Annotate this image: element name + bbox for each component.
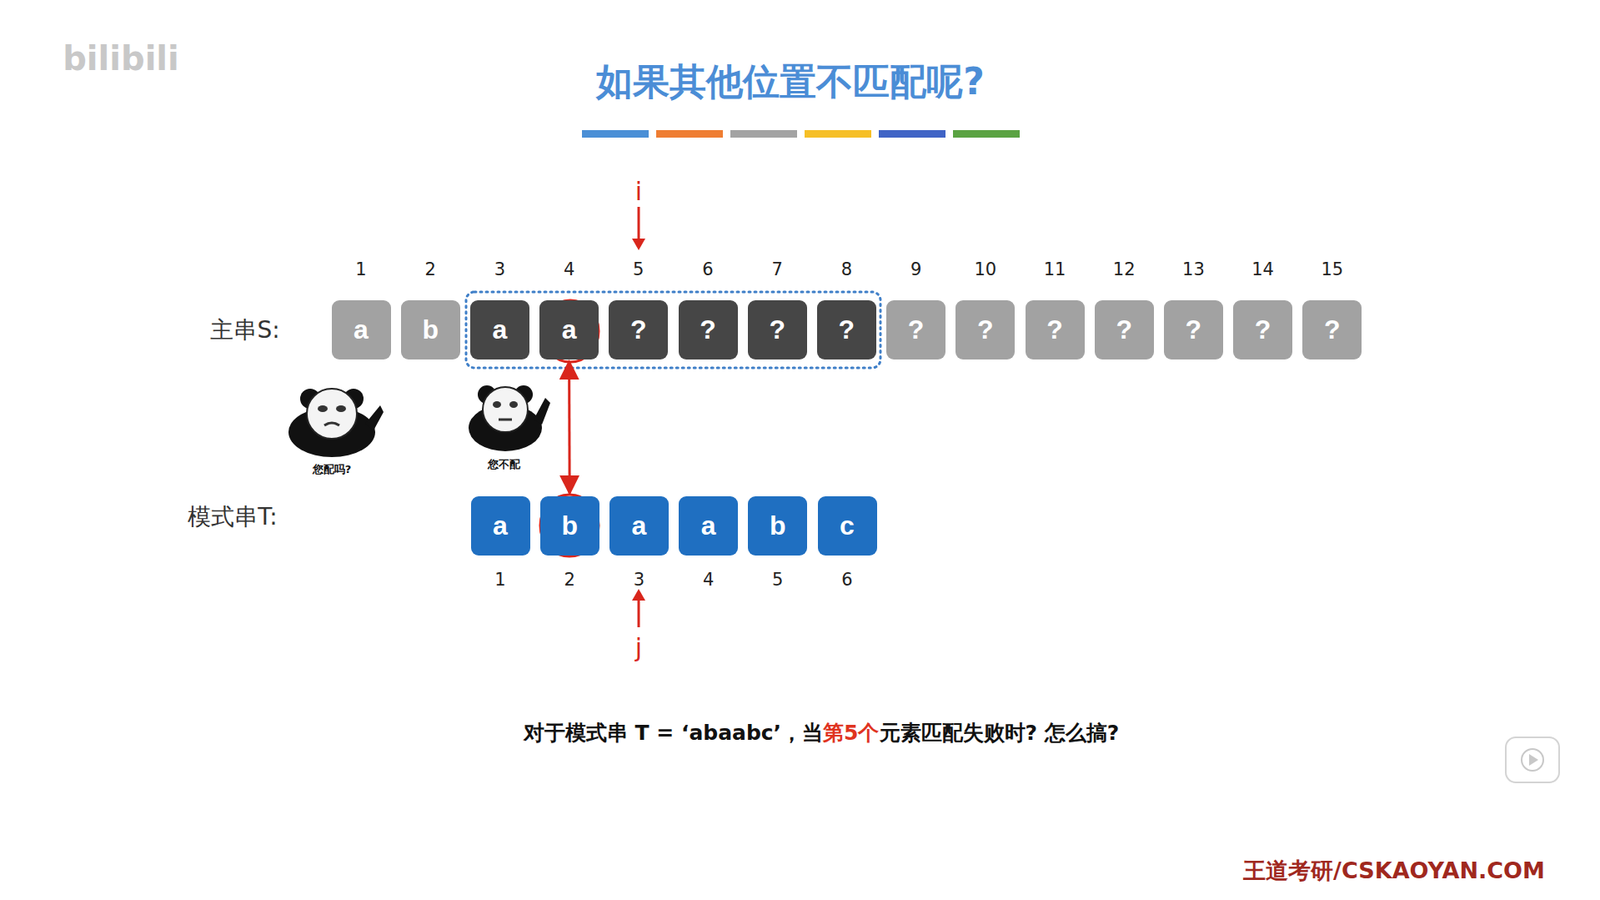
index-number: 6	[702, 259, 713, 280]
caption-text: 第5个	[822, 718, 879, 747]
j-pointer	[631, 588, 646, 627]
cell-char: ?	[1185, 314, 1203, 346]
index-number: 4	[563, 259, 575, 280]
main-string-cell: ?	[1233, 300, 1293, 360]
cell-char: ?	[1046, 314, 1064, 346]
row-label: 主串S:	[210, 314, 280, 347]
index-number: 14	[1251, 259, 1274, 280]
cell-char: ?	[630, 314, 648, 346]
cell-char: a	[492, 510, 508, 542]
main-string-cell: ?	[886, 300, 946, 360]
cell-char: ?	[907, 314, 925, 346]
pattern-string-cell: a	[471, 496, 531, 556]
main-string-cell: ?	[747, 300, 808, 360]
caption-row: 对于模式串 T = ‘abaabc’，当第5个元素匹配失败时? 怎么搞?	[523, 718, 1119, 747]
watermark: bilibili	[62, 39, 180, 78]
i-pointer	[631, 206, 646, 251]
index-number: 5	[772, 569, 783, 590]
main-string-cell: a	[470, 300, 530, 360]
index-number: 12	[1113, 259, 1136, 280]
main-string-cell: b	[401, 300, 461, 360]
main-string-cell: ?	[1302, 300, 1362, 360]
main-string-cell: a	[539, 300, 599, 360]
index-number: 2	[564, 569, 576, 590]
cell-char: a	[701, 510, 717, 542]
main-string-cell: ?	[955, 300, 1015, 360]
cell-char: b	[769, 510, 787, 542]
cell-char: ?	[1324, 314, 1341, 346]
cell-char: a	[561, 314, 577, 346]
cell-char: a	[491, 314, 507, 346]
index-number: 10	[973, 259, 997, 280]
pointer-label: i	[635, 176, 643, 206]
caption-text: 元素匹配失败时? 怎么搞?	[879, 718, 1120, 747]
cell-char: b	[561, 510, 578, 542]
pattern-string-cell: b	[747, 496, 808, 556]
meme-caption: 您不配	[487, 456, 521, 472]
meme-caption: 您配吗?	[312, 461, 352, 477]
pattern-string-cell: c	[817, 496, 878, 556]
slide-title: 如果其他位置不匹配呢?	[596, 57, 985, 107]
cell-char: ?	[977, 314, 994, 346]
index-number: 1	[494, 569, 506, 590]
cell-char: ?	[1115, 314, 1133, 346]
pointer-label: j	[635, 632, 643, 663]
cell-char: ?	[699, 314, 717, 346]
index-number: 6	[841, 569, 853, 590]
main-string-cell: ?	[1025, 300, 1085, 360]
cell-char: ?	[1254, 314, 1272, 346]
pattern-string-cell: b	[540, 496, 600, 556]
mismatch-arrow	[567, 361, 572, 494]
main-string-cell: ?	[1094, 300, 1154, 360]
watermark: 王道考研/CSKAOYAN.COM	[1243, 855, 1545, 886]
window-outline	[466, 291, 881, 368]
cell-char: b	[421, 314, 439, 346]
index-number: 5	[632, 259, 644, 280]
main-string-cell: ?	[608, 300, 668, 360]
index-number: 3	[494, 259, 506, 280]
index-number: 3	[633, 569, 645, 590]
row-label: 模式串T:	[187, 501, 277, 533]
panda-meme	[468, 385, 551, 452]
index-number: 2	[425, 259, 437, 280]
caption-text: 对于模式串 T = ‘abaabc’，当	[523, 718, 823, 747]
color-bar	[581, 130, 1020, 138]
index-number: 11	[1043, 259, 1067, 280]
main-string-cell: ?	[678, 300, 738, 360]
cell-char: ?	[768, 314, 786, 346]
main-string-cell: ?	[1163, 300, 1224, 360]
panda-meme	[288, 388, 384, 457]
cell-char: a	[353, 314, 369, 346]
pattern-string-cell: a	[609, 496, 669, 556]
index-number: 4	[702, 569, 714, 590]
main-string-cell: a	[331, 300, 392, 360]
play-icon	[1505, 737, 1560, 783]
cell-char: ?	[838, 314, 856, 346]
index-number: 8	[841, 259, 853, 280]
main-string-cell: ?	[817, 300, 877, 360]
index-number: 1	[355, 259, 367, 280]
cell-char: c	[839, 510, 855, 542]
index-number: 13	[1182, 259, 1205, 280]
index-number: 7	[772, 259, 783, 280]
mismatch-circle	[540, 494, 599, 557]
cell-char: a	[631, 510, 647, 542]
index-number: 15	[1320, 259, 1344, 280]
index-number: 9	[910, 259, 922, 280]
pattern-string-cell: a	[678, 496, 738, 556]
